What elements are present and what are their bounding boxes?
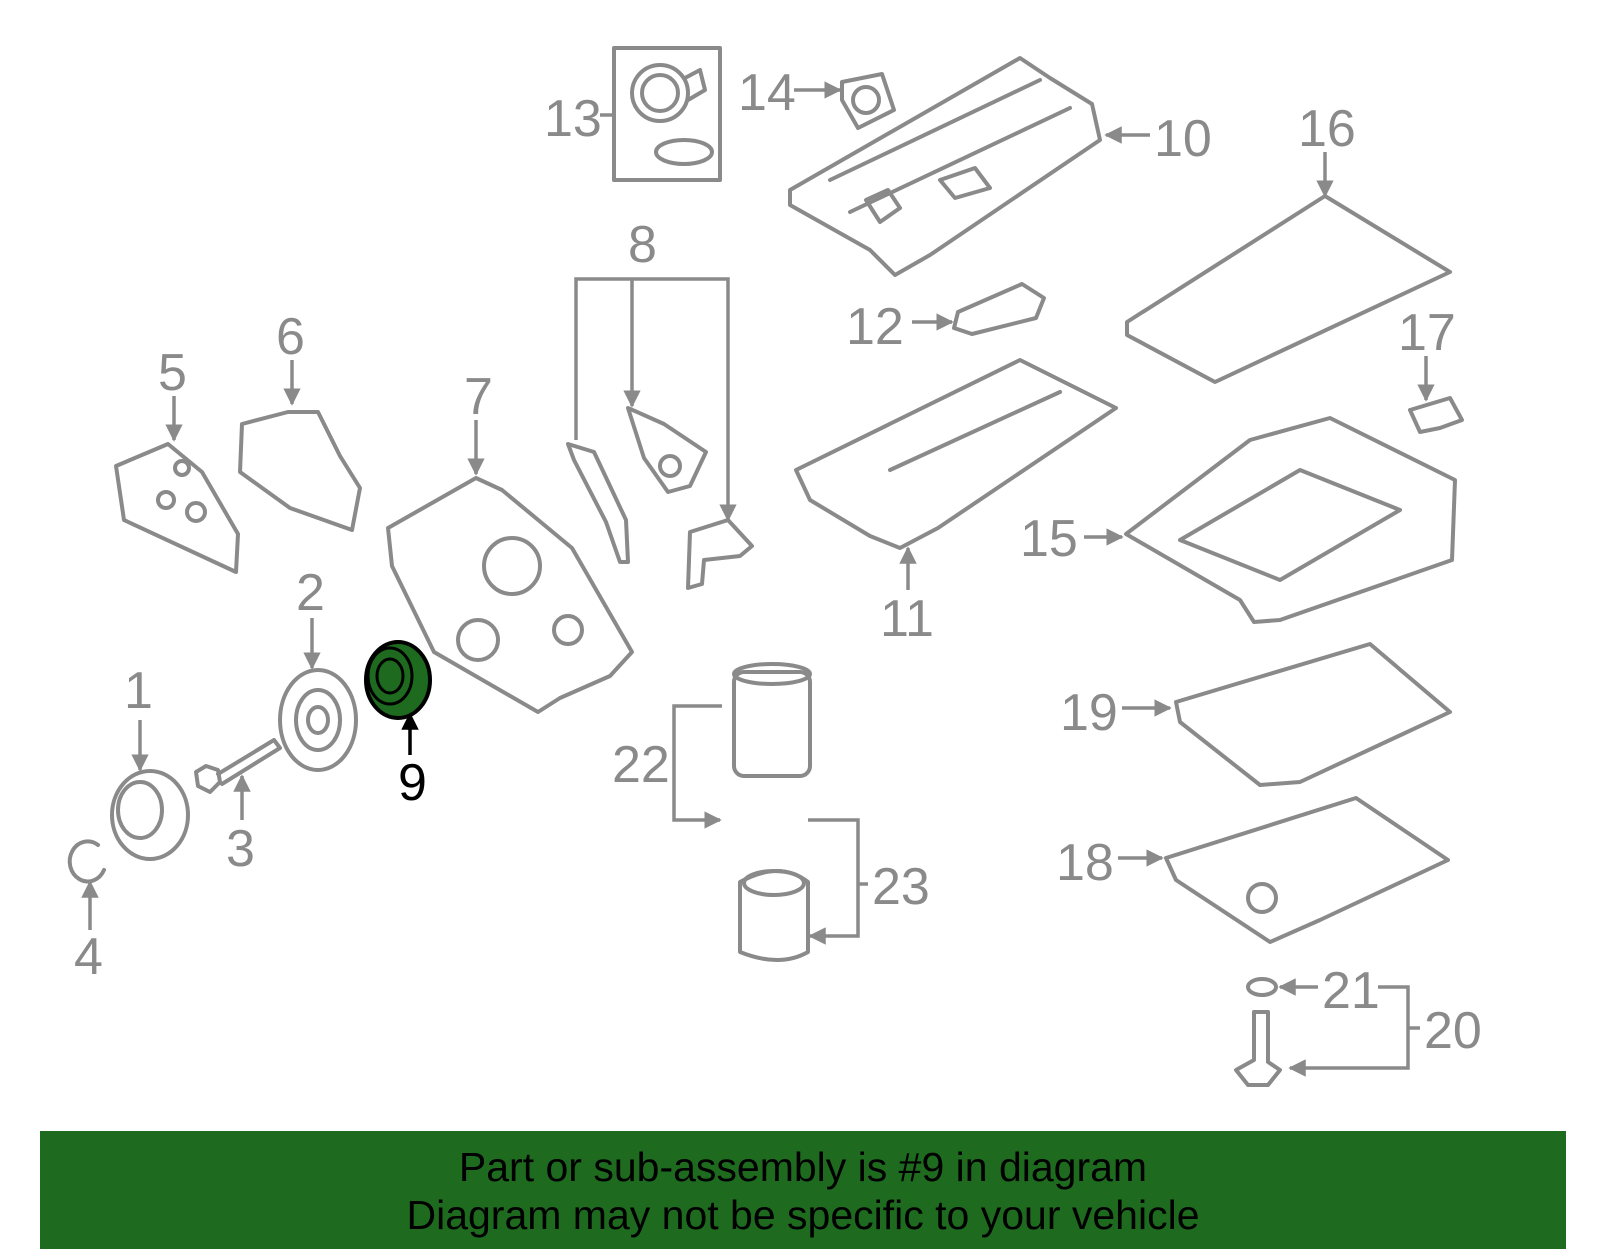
callout-3: 3 — [226, 820, 255, 878]
callout-15: 15 — [1020, 510, 1078, 568]
part-8-timing-covers — [566, 277, 754, 590]
part-13-filter-housing — [600, 46, 722, 182]
callout-9: 9 — [398, 754, 427, 812]
callout-19: 19 — [1060, 684, 1118, 742]
banner-line-2: Diagram may not be specific to your vehi… — [406, 1192, 1200, 1238]
callout-17: 17 — [1398, 304, 1456, 362]
callout-11: 11 — [880, 590, 934, 648]
callout-7: 7 — [464, 368, 493, 426]
callout-18: 18 — [1056, 834, 1114, 892]
part-3-bolt — [194, 738, 282, 820]
part-19-gasket — [1122, 642, 1452, 787]
part-2-pulley — [278, 618, 358, 772]
callout-12: 12 — [846, 298, 904, 356]
callout-5: 5 — [158, 344, 187, 402]
part-11-cover-gasket — [794, 358, 1118, 590]
callout-20: 20 — [1424, 1002, 1482, 1060]
part-4-snap-ring — [67, 839, 106, 930]
part-1-balancer — [110, 720, 190, 861]
callout-14: 14 — [738, 64, 796, 122]
part-16-sheet — [1125, 152, 1452, 384]
part-7-timing-cover — [386, 420, 634, 714]
callout-2: 2 — [296, 564, 325, 622]
callout-13: 13 — [544, 90, 602, 148]
callout-10: 10 — [1154, 110, 1212, 168]
callout-22: 22 — [612, 736, 670, 794]
part-18-lower-pan — [1118, 796, 1450, 944]
part-17-sensor — [1408, 356, 1464, 434]
info-banner: Part or sub-assembly is #9 in diagram Di… — [40, 1131, 1566, 1249]
part-5-cover — [114, 396, 240, 574]
part-14-gasket — [794, 72, 896, 130]
banner-line-1: Part or sub-assembly is #9 in diagram — [458, 1144, 1148, 1190]
part-9-seal-highlighted — [364, 640, 432, 755]
part-15-oil-pan — [1084, 416, 1457, 624]
part-6-gasket — [238, 360, 362, 532]
part-20-21-drain-plug — [1234, 977, 1420, 1087]
callout-4: 4 — [74, 928, 103, 986]
callout-21: 21 — [1322, 962, 1380, 1020]
part-22-23-oil-filter — [672, 662, 868, 962]
callout-6: 6 — [276, 308, 305, 366]
callout-8: 8 — [628, 216, 657, 274]
callout-1: 1 — [124, 662, 153, 720]
callout-16: 16 — [1298, 100, 1356, 158]
callout-23: 23 — [872, 858, 930, 916]
part-12-gasket — [912, 282, 1046, 336]
part-10-valve-cover — [788, 56, 1150, 277]
